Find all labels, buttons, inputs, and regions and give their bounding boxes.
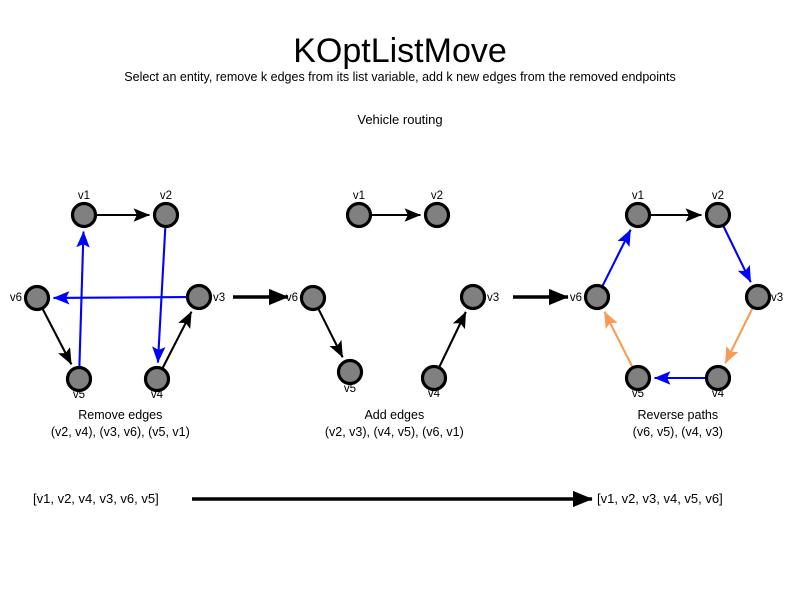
- page-title: KOptListMove: [293, 32, 507, 70]
- panel-reverse-caption-title: Reverse paths: [638, 408, 719, 422]
- node-label-v1: v1: [78, 190, 90, 202]
- node-label-v5: v5: [344, 383, 356, 395]
- edge-v5-v1-removed: [76, 231, 90, 367]
- edge-v2-v3-added: [722, 226, 752, 283]
- page-subtitle: Select an entity, remove k edges from it…: [124, 70, 675, 84]
- node-v1[interactable]: [70, 201, 98, 229]
- node-v2[interactable]: [423, 201, 451, 229]
- node-v5[interactable]: [624, 364, 652, 392]
- node-label-v6: v6: [286, 292, 298, 304]
- edge-v4-v3-kept: [161, 311, 193, 369]
- node-v6[interactable]: [299, 284, 327, 312]
- list-after: [v1, v2, v3, v4, v5, v6]: [597, 491, 723, 506]
- node-v3[interactable]: [744, 283, 772, 311]
- edges-group: [601, 208, 754, 385]
- nodes-group: v1 v2 v6 v3 v5 v4: [10, 190, 225, 401]
- node-label-v6: v6: [10, 292, 22, 304]
- nodes-group: v1 v2 v6 v3 v5 v4: [570, 190, 783, 400]
- edge-v2-v4-removed: [152, 227, 167, 363]
- node-label-v6: v6: [570, 292, 582, 304]
- edge-v6-v1-added: [601, 229, 632, 287]
- edge-v5-v6-reversed: [603, 311, 634, 368]
- node-label-v2: v2: [431, 190, 443, 202]
- panel-add-caption-edges: (v2, v3), (v4, v5), (v6, v1): [325, 425, 464, 439]
- node-label-v5: v5: [73, 389, 85, 401]
- edge-v6-v5-kept: [41, 308, 73, 365]
- node-label-v4: v4: [151, 389, 164, 401]
- node-label-v3: v3: [487, 292, 499, 304]
- node-label-v4: v4: [712, 388, 725, 400]
- list-transform-layer: [v1, v2, v4, v3, v6, v5] [v1, v2, v3, v4…: [33, 490, 723, 508]
- node-label-v2: v2: [160, 190, 172, 202]
- edge-v6-v5-kept: [317, 308, 344, 358]
- node-label-v2: v2: [712, 190, 724, 202]
- node-v1[interactable]: [624, 201, 652, 229]
- section-label: Vehicle routing: [357, 112, 442, 127]
- node-v6[interactable]: [23, 284, 51, 312]
- panel-reverse-caption-edges: (v6, v5), (v4, v3): [633, 425, 723, 439]
- node-label-v1: v1: [353, 190, 365, 202]
- node-label-v3: v3: [213, 292, 225, 304]
- node-v2[interactable]: [152, 201, 180, 229]
- node-v4[interactable]: [704, 364, 732, 392]
- node-v3[interactable]: [459, 283, 487, 311]
- node-v6[interactable]: [583, 283, 611, 311]
- edges-group: [317, 208, 467, 367]
- node-label-v1: v1: [632, 190, 644, 202]
- panel-remove-caption-edges: (v2, v4), (v3, v6), (v5, v1): [51, 425, 190, 439]
- panel-add-caption-title: Add edges: [364, 408, 424, 422]
- edge-v4-v3-kept: [438, 311, 467, 367]
- node-v3[interactable]: [185, 283, 213, 311]
- edges-group: [41, 208, 193, 369]
- node-label-v3: v3: [771, 292, 783, 304]
- node-label-v5: v5: [632, 388, 644, 400]
- node-v2[interactable]: [704, 201, 732, 229]
- node-v1[interactable]: [345, 201, 373, 229]
- node-v5[interactable]: [65, 365, 93, 393]
- node-v4[interactable]: [143, 365, 171, 393]
- panel-remove-caption-title: Remove edges: [78, 408, 162, 422]
- edge-v3-v4-reversed: [724, 308, 754, 364]
- node-label-v4: v4: [428, 388, 441, 400]
- edge-v3-v6-removed: [53, 291, 187, 305]
- list-before: [v1, v2, v4, v3, v6, v5]: [33, 491, 159, 506]
- node-v5[interactable]: [336, 358, 364, 386]
- node-v4[interactable]: [420, 364, 448, 392]
- nodes-group: v1 v2 v6 v3 v5 v4: [286, 190, 499, 400]
